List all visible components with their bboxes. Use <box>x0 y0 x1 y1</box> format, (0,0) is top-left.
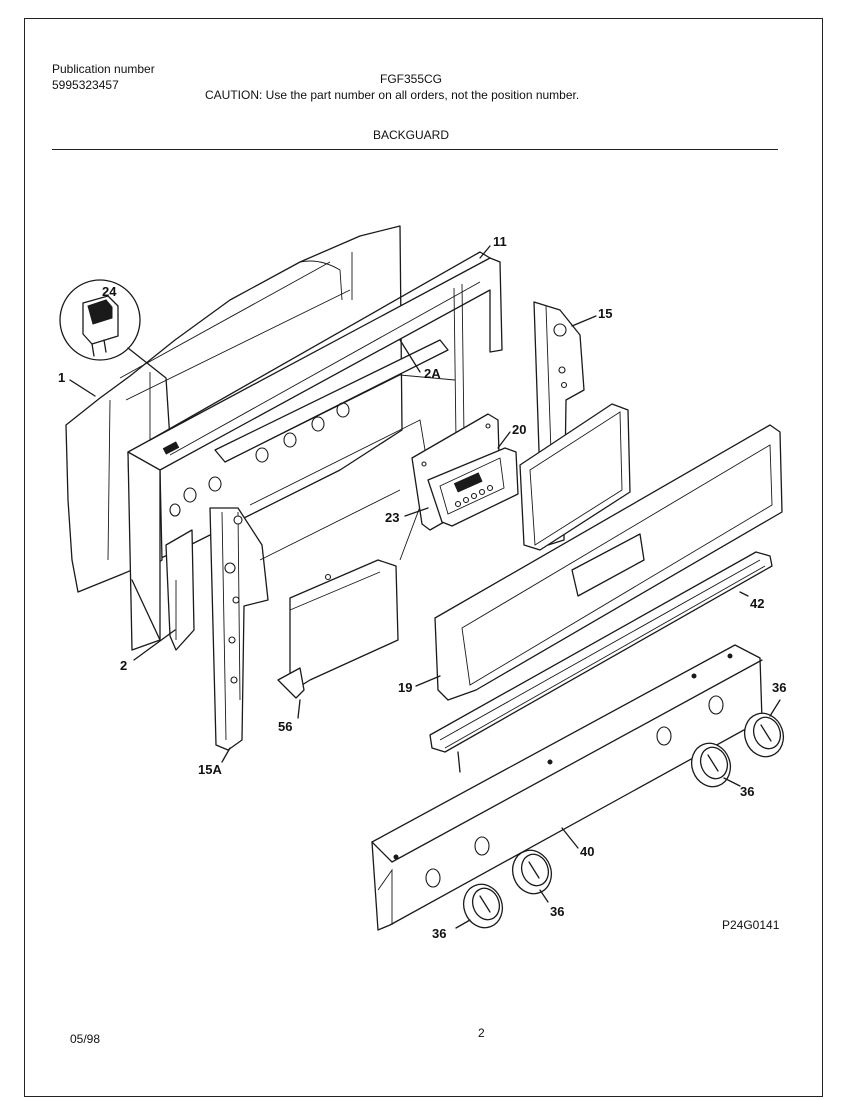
callout-23: 23 <box>385 510 399 525</box>
section-title: BACKGUARD <box>373 128 450 142</box>
publication-label: Publication number <box>52 62 155 76</box>
revision-date: 05/98 <box>70 1032 101 1046</box>
leader-lines <box>69 245 781 929</box>
callout-labels: 1 2 2A 11 15 15A 19 20 23 24 36 36 36 36… <box>58 234 786 941</box>
callout-20: 20 <box>512 422 526 437</box>
page-number: 2 <box>478 1026 485 1040</box>
part-24-rocker-switch <box>59 279 171 441</box>
callout-36-center: 36 <box>550 904 564 919</box>
callout-2a: 2A <box>424 366 441 381</box>
part-42-trim-strip <box>429 551 773 773</box>
part-2a-bracket <box>214 339 456 463</box>
header-rule <box>52 149 778 150</box>
part-36-knob-3 <box>690 742 732 788</box>
callout-42: 42 <box>750 596 764 611</box>
callout-24: 24 <box>102 284 117 299</box>
model-number: FGF355CG <box>380 72 443 86</box>
part-15a-left-rail <box>209 507 269 751</box>
part-11-backguard-frame <box>127 251 503 651</box>
right-inner-panel <box>519 403 631 551</box>
part-36-knob-1 <box>462 883 504 929</box>
part-40-manifold-panel <box>371 644 763 931</box>
callout-15: 15 <box>598 306 612 321</box>
page-border <box>24 18 823 1097</box>
part-36-knob-4 <box>743 712 785 758</box>
callout-15a: 15A <box>198 762 222 777</box>
part-2-end-cap <box>165 529 195 651</box>
callout-2: 2 <box>120 658 127 673</box>
caution-note: CAUTION: Use the part number on all orde… <box>205 88 580 102</box>
drawing-code: P24G0141 <box>722 918 780 932</box>
callout-19: 19 <box>398 680 412 695</box>
part-36-knob-2 <box>511 849 553 895</box>
part-20-clock-timer <box>427 447 519 527</box>
part-19-control-panel <box>434 424 783 701</box>
callout-1: 1 <box>58 370 65 385</box>
callout-36-right: 36 <box>772 680 786 695</box>
part-56-lower-panel <box>249 419 431 699</box>
callout-56: 56 <box>278 719 292 734</box>
publication-number: 5995323457 <box>52 78 119 92</box>
callout-36-left: 36 <box>432 926 446 941</box>
callout-40: 40 <box>580 844 594 859</box>
callout-11: 11 <box>493 234 507 249</box>
callout-36-mid: 36 <box>740 784 754 799</box>
